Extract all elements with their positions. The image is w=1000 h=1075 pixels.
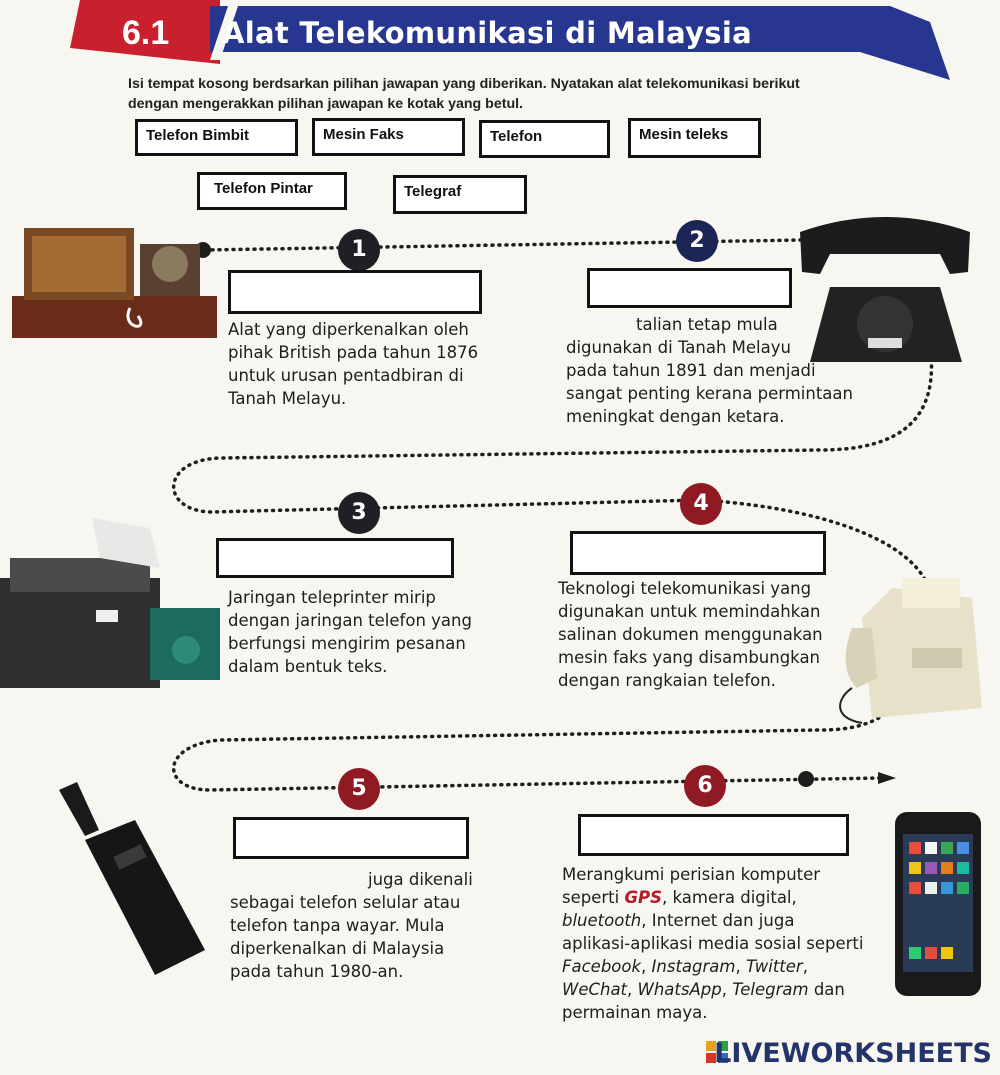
step-6-description: Merangkumi perisian komputer seperti GPS… (562, 865, 864, 1022)
fax-machine-image (839, 578, 982, 724)
liveworksheets-logo-icon (706, 1041, 728, 1063)
instruction-line-1: Isi tempat kosong berdsarkan pilihan jaw… (128, 76, 800, 92)
header-banner (70, 0, 950, 80)
choice-telegraf[interactable]: Telegraf (393, 175, 527, 214)
page-title: Alat Telekomunikasi di Malaysia (222, 16, 752, 50)
section-number: 6.1 (122, 14, 170, 52)
step-5-badge: 5 (338, 768, 380, 810)
mobile-phone-image (59, 782, 205, 975)
choice-mesin-faks[interactable]: Mesin Faks (312, 118, 465, 156)
answer-box-6[interactable] (578, 814, 849, 856)
choice-telefon[interactable]: Telefon (479, 120, 610, 158)
instruction-line-2: dengan mengerakkan pilihan jawapan ke ko… (128, 96, 523, 112)
watermark: LIVEWORKSHEETS (714, 1038, 992, 1069)
answer-box-5[interactable] (233, 817, 469, 859)
telegraph-image (12, 228, 217, 338)
answer-box-4[interactable] (570, 531, 826, 575)
answer-box-1[interactable] (228, 270, 482, 314)
step-6-badge: 6 (684, 765, 726, 807)
choice-telefon-bimbit[interactable]: Telefon Bimbit (135, 119, 298, 156)
choice-mesin-teleks[interactable]: Mesin teleks (628, 118, 761, 158)
step-3-badge: 3 (338, 492, 380, 534)
step-4-badge: 4 (680, 483, 722, 525)
choice-telefon-pintar[interactable]: Telefon Pintar (197, 172, 347, 210)
smartphone-image (895, 812, 981, 996)
answer-box-2[interactable] (587, 268, 792, 308)
step-1-badge: 1 (338, 229, 380, 271)
step-2-badge: 2 (676, 220, 718, 262)
telex-machine-image (0, 518, 220, 688)
answer-box-3[interactable] (216, 538, 454, 578)
rotary-telephone-image (800, 217, 970, 362)
